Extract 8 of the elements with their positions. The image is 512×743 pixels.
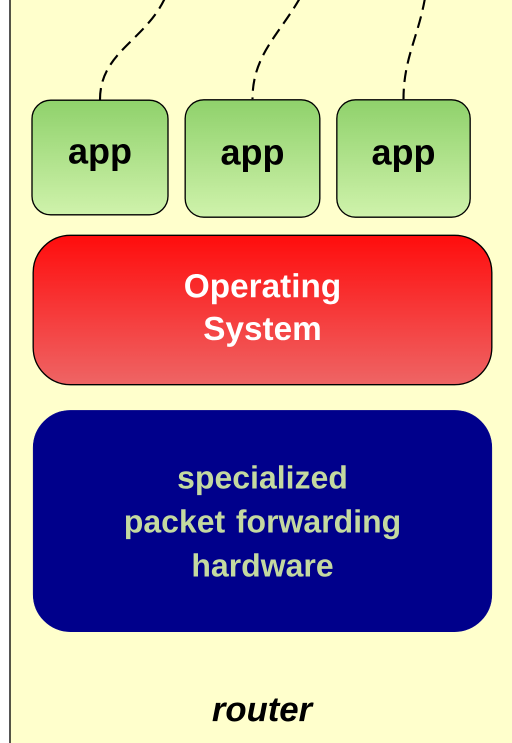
operating-system-box: Operating System	[32, 234, 492, 386]
app-box: app	[31, 100, 169, 216]
dashed-line	[251, 0, 301, 100]
dashed-line	[402, 0, 426, 100]
dashed-line	[98, 0, 166, 100]
hardware-box: specialized packet forwarding hardware	[32, 410, 492, 632]
app-box: app	[336, 99, 471, 218]
app-box: app	[184, 99, 320, 218]
